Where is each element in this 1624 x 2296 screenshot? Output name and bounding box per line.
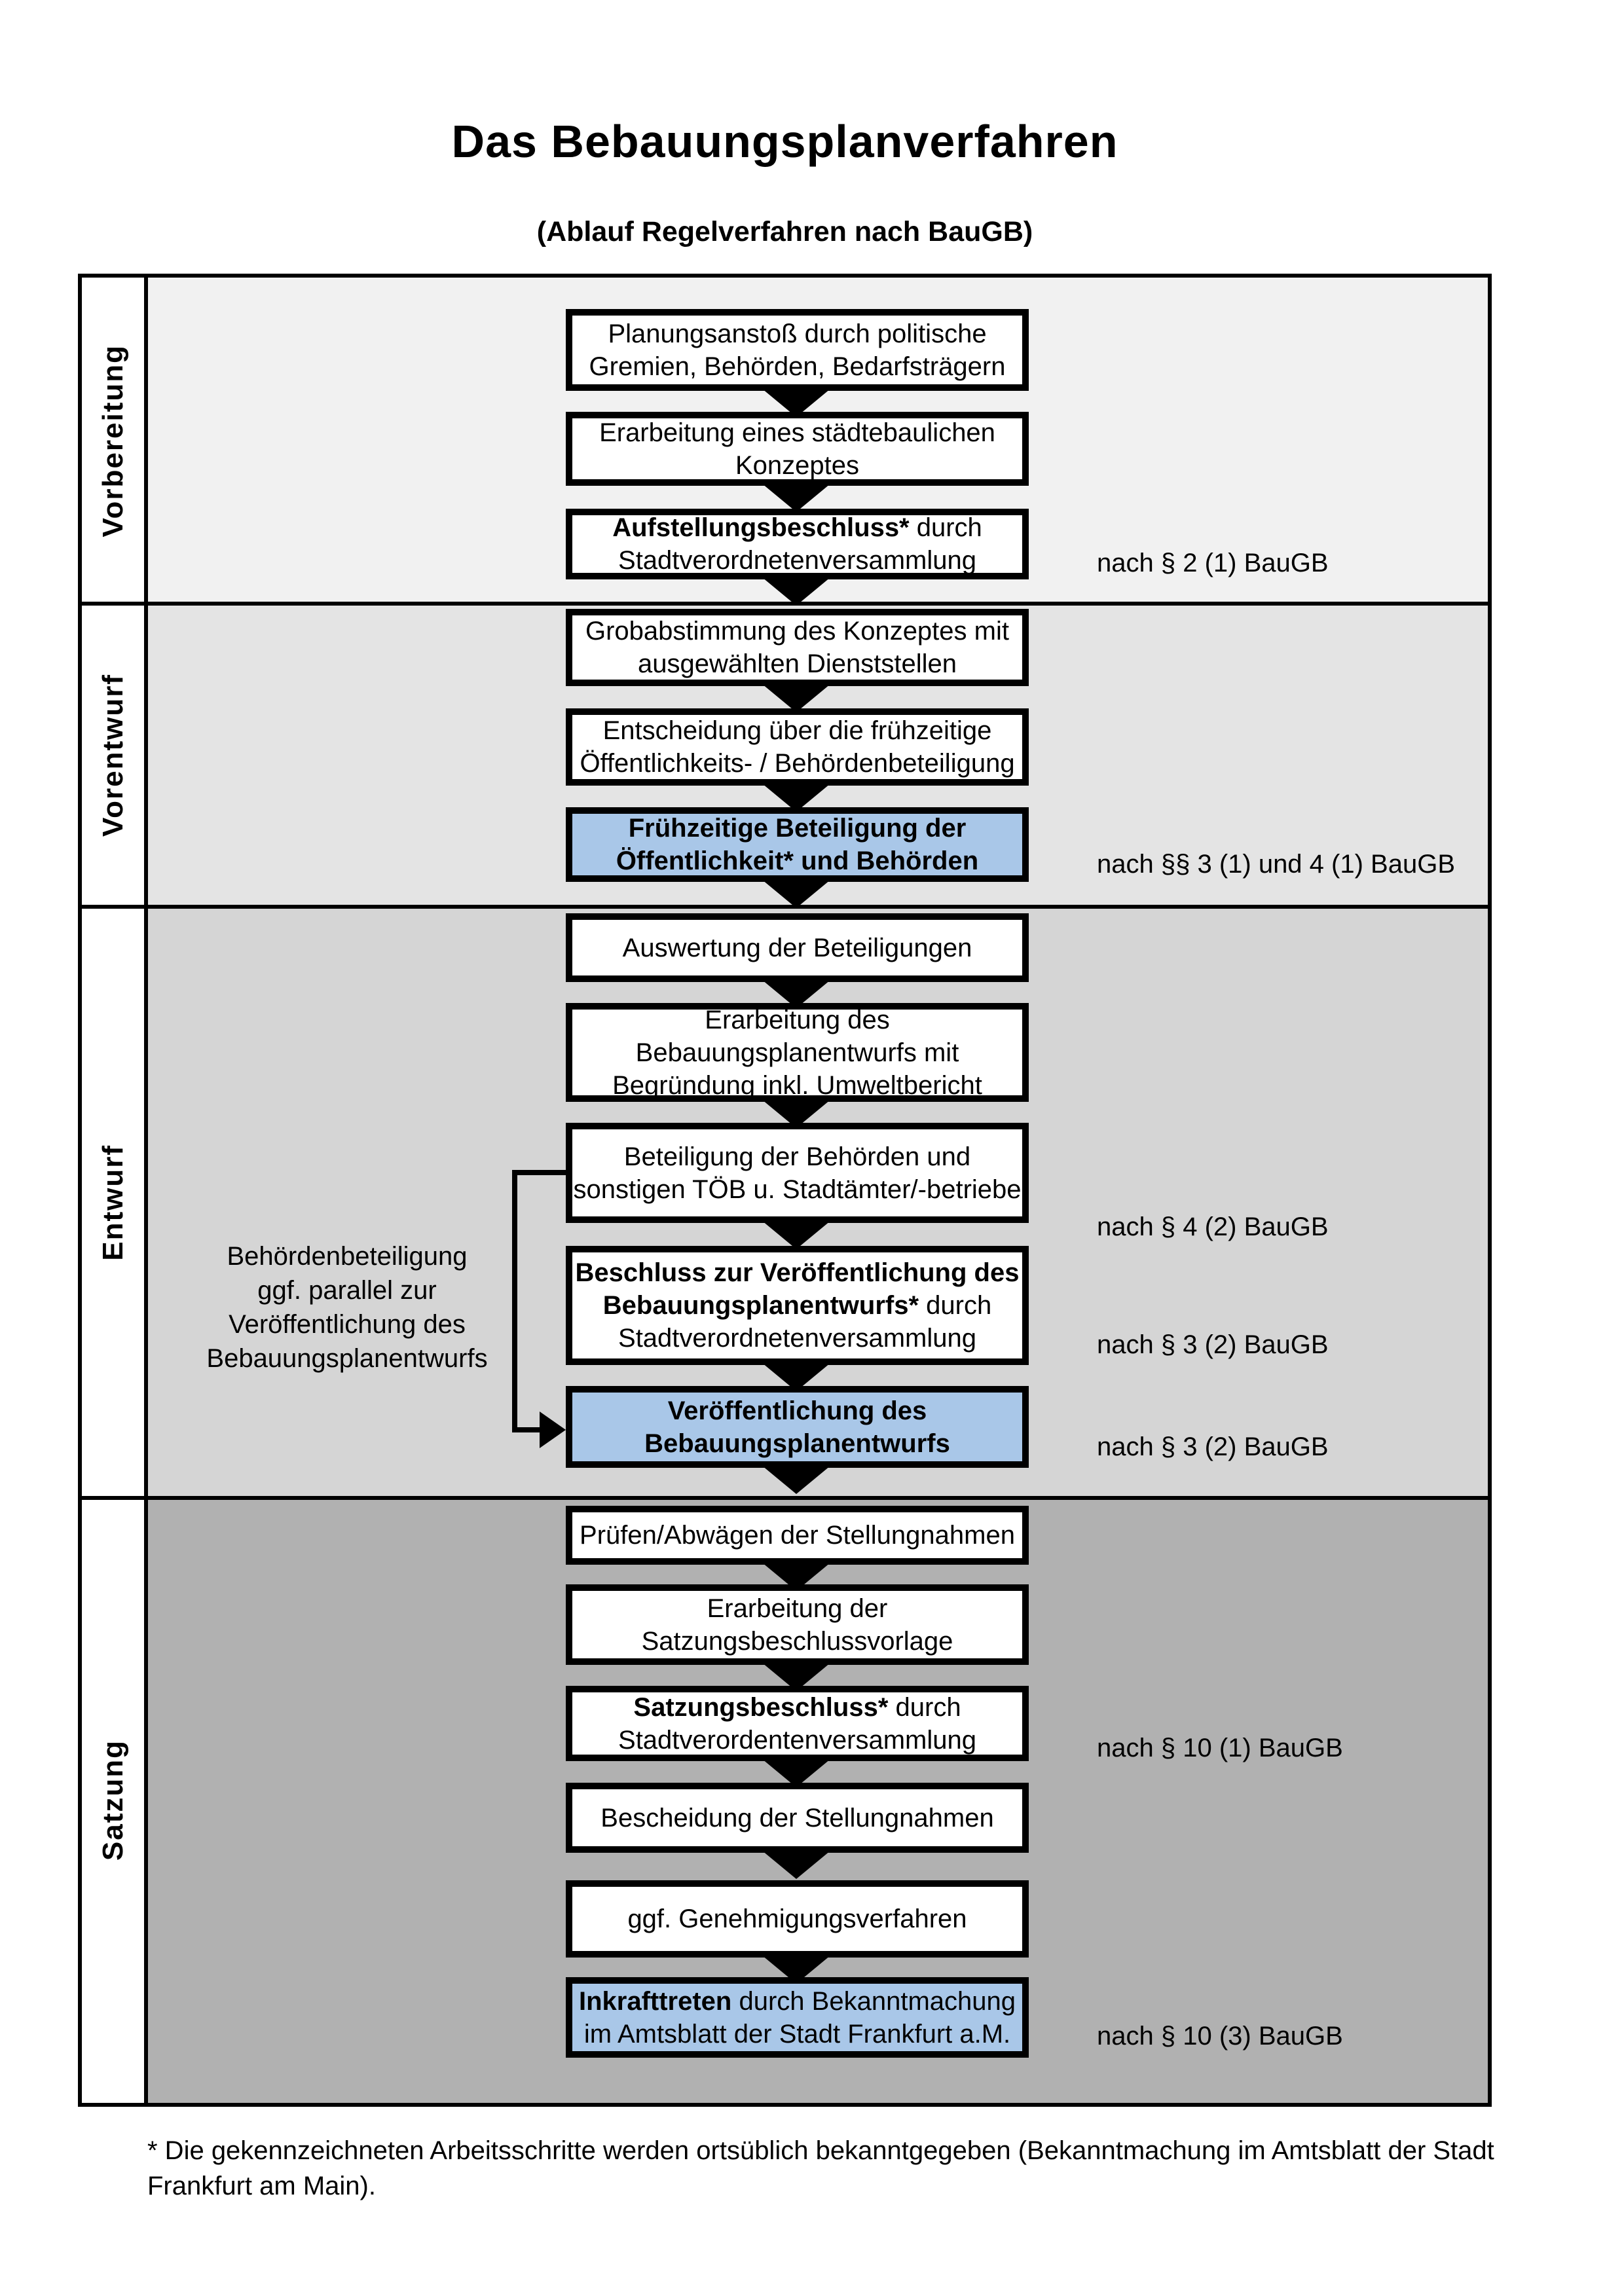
flow-arrow-down-icon	[758, 1097, 834, 1128]
process-step-text: Stadtverordnetenversammlung	[618, 546, 976, 575]
process-step-text: Bebauungsplanentwurfs mit	[635, 1038, 959, 1067]
process-step-text: ggf. Genehmigungsverfahren	[627, 1904, 967, 1933]
process-step-text: Frühzeitige Beteiligung der	[628, 814, 967, 843]
process-step-text: Inkrafttreten durch Bekanntmachung	[578, 1986, 1016, 2016]
process-step: Grobabstimmung des Konzeptes mit ausgewäh…	[566, 609, 1029, 686]
flow-arrow-down-icon	[758, 1218, 834, 1249]
process-step-text: Beschluss zur Veröffentlichung des	[575, 1258, 1020, 1287]
flow-arrow-down-icon	[758, 386, 834, 417]
process-step-text: Gremien, Behörden, Bedarfsträgern	[589, 352, 1006, 381]
process-step-text: Satzungsbeschlussvorlage	[641, 1626, 953, 1656]
connector-line-horizontal-bottom	[512, 1427, 545, 1432]
process-step-text: im Amtsblatt der Stadt Frankfurt a.M.	[583, 2019, 1011, 2049]
connector-arrow-icon	[540, 1412, 566, 1448]
flow-arrow-down-icon	[758, 681, 834, 712]
process-step-text: Öffentlichkeit* und Behörden	[616, 847, 979, 875]
flow-arrow-down-icon	[758, 1463, 834, 1494]
footnote: * Die gekennzeichneten Arbeitsschritte w…	[147, 2136, 1494, 2200]
process-step-text: Erarbeitung eines städtebaulichen	[599, 418, 995, 447]
process-step-text: Stadtverordnetenversammlung	[618, 1324, 976, 1353]
process-step-text: Konzeptes	[735, 450, 860, 480]
flow-arrow-down-icon	[758, 1952, 834, 1984]
process-step-text: Öffentlichkeits- / Behördenbeteiligung	[580, 749, 1015, 778]
flow-arrow-down-icon	[758, 481, 834, 512]
legal-reference: nach §§ 3 (1) und 4 (1) BauGB	[1097, 850, 1455, 879]
flow-arrow-down-icon	[758, 1756, 834, 1787]
process-step-text: Bebauungsplanentwurfs	[644, 1429, 950, 1458]
process-step-text: Planungsanstoß durch politische	[608, 319, 987, 348]
process-step-text: Prüfen/Abwägen der Stellungnahmen	[580, 1521, 1015, 1550]
process-step-text: Bebauungsplanentwurfs* durch	[602, 1291, 992, 1320]
process-step: Beteiligung der Behörden und sonstigen TÖ…	[566, 1123, 1029, 1223]
connector-line-vertical	[512, 1170, 517, 1432]
legal-reference: nach § 3 (2) BauGB	[1097, 1330, 1329, 1359]
process-step-text: ausgewählten Dienststellen	[638, 649, 957, 678]
process-step: Bescheidung der Stellungnahmen	[566, 1783, 1029, 1853]
process-step-text: Aufstellungsbeschluss* durch	[612, 513, 982, 542]
legal-reference: nach § 10 (1) BauGB	[1097, 1734, 1343, 1762]
phase-label-column	[82, 278, 144, 2103]
flow-arrow-down-icon	[758, 977, 834, 1008]
process-step-text: Beteiligung der Behörden und	[623, 1142, 971, 1171]
diagram-frame	[78, 274, 1492, 2107]
process-step-text: Stadtverordentenversammlung	[618, 1725, 976, 1755]
process-step-text: Satzungsbeschluss* durch	[633, 1692, 961, 1722]
flow-arrow-down-icon	[758, 780, 834, 812]
parallel-annotation: Behördenbeteiligung ggf. parallel zur Ve…	[206, 1242, 488, 1373]
process-step-text: Erarbeitung der	[707, 1594, 888, 1623]
process-step-text: Begründung inkl. Umweltbericht	[612, 1070, 982, 1100]
connector-line-horizontal-top	[512, 1170, 566, 1175]
process-step-text: Erarbeitung des	[705, 1005, 890, 1034]
process-step: ggf. Genehmigungsverfahren	[566, 1880, 1029, 1958]
process-step: Auswertung der Beteiligungen	[566, 913, 1029, 982]
flow-arrow-down-icon	[758, 1559, 834, 1591]
legal-reference: nach § 10 (3) BauGB	[1097, 2022, 1343, 2050]
flow-arrow-down-icon	[758, 1848, 834, 1879]
process-step: Prüfen/Abwägen der Stellungnahmen	[566, 1506, 1029, 1565]
flow-arrow-down-icon	[758, 877, 834, 908]
process-step-text: Grobabstimmung des Konzeptes mit	[585, 617, 1009, 646]
legal-reference: nach § 4 (2) BauGB	[1097, 1212, 1329, 1241]
flow-arrow-down-icon	[758, 574, 834, 606]
process-step-text: Auswertung der Beteiligungen	[622, 933, 972, 962]
flow-arrow-down-icon	[758, 1660, 834, 1691]
page-subtitle: (Ablauf Regelverfahren nach BauGB)	[536, 216, 1033, 247]
process-step-text: Entscheidung über die frühzeitige	[602, 716, 992, 745]
page-title: Das Bebauungsplanverfahren	[451, 116, 1118, 167]
phase-boundary	[82, 1496, 1488, 1500]
process-step-text: sonstigen TÖB u. Stadtämter/-betriebe	[573, 1175, 1022, 1204]
flow-arrow-down-icon	[758, 1360, 834, 1391]
process-step-text: Veröffentlichung des	[667, 1396, 927, 1425]
legal-reference: nach § 3 (2) BauGB	[1097, 1432, 1329, 1461]
phase-label-divider	[144, 278, 148, 2103]
legal-reference: nach § 2 (1) BauGB	[1097, 549, 1329, 577]
process-step-text: Bescheidung der Stellungnahmen	[600, 1803, 994, 1832]
